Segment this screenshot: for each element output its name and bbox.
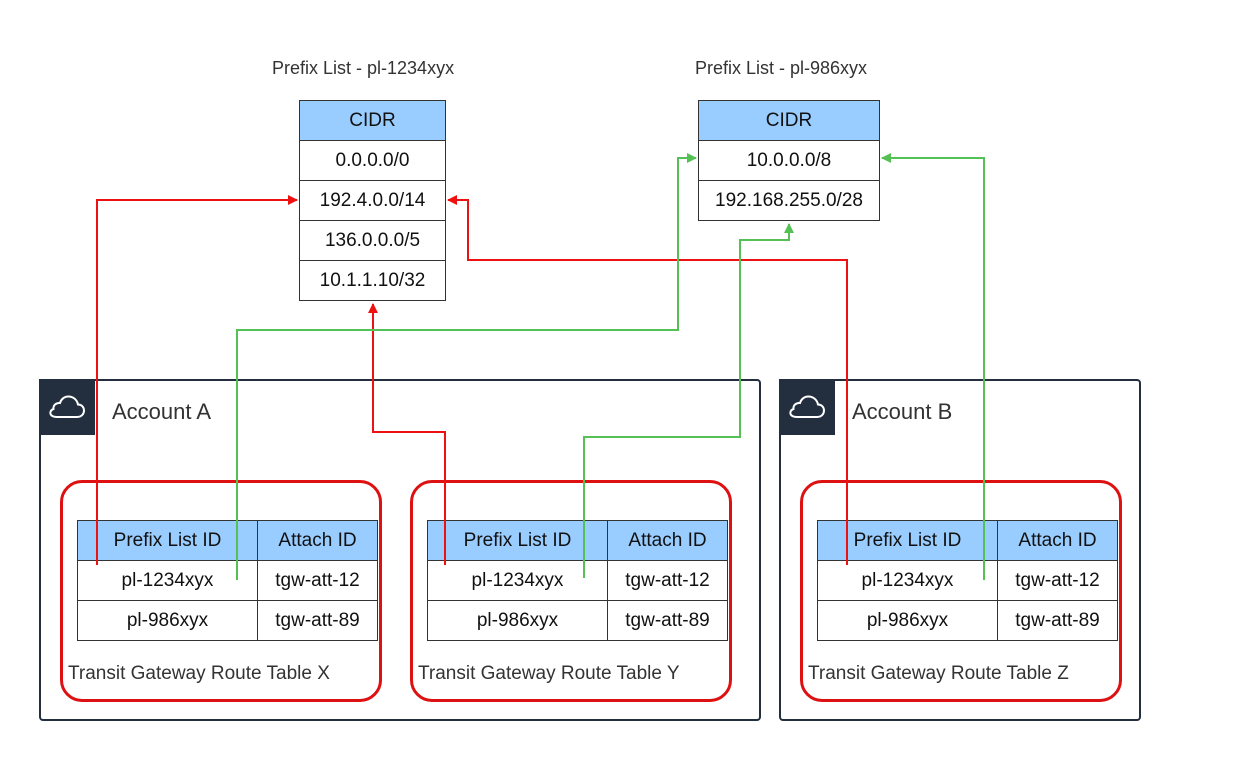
attach-id-cell: tgw-att-89	[607, 600, 728, 641]
column-header: Attach ID	[997, 520, 1118, 561]
account-badge	[39, 379, 95, 435]
prefix-list-id-cell: pl-986xyx	[427, 600, 608, 641]
prefix-list-id-cell: pl-986xyx	[77, 600, 258, 641]
attach-id-cell: tgw-att-12	[607, 560, 728, 601]
cidr-header: CIDR	[698, 100, 880, 141]
table-row: pl-986xyx tgw-att-89	[427, 600, 728, 641]
cidr-cell: 0.0.0.0/0	[299, 140, 446, 181]
column-header: Attach ID	[607, 520, 728, 561]
table-row: pl-1234xyx tgw-att-12	[817, 560, 1118, 601]
account-label: Account B	[852, 399, 953, 424]
column-header: Prefix List ID	[77, 520, 258, 561]
route-table-caption: Transit Gateway Route Table X	[68, 663, 330, 684]
column-header: Prefix List ID	[427, 520, 608, 561]
prefix-list-id-cell: pl-1234xyx	[817, 560, 998, 601]
route-table-z-group: Prefix List ID Attach ID pl-1234xyx tgw-…	[800, 480, 1122, 702]
attach-id-cell: tgw-att-12	[997, 560, 1118, 601]
attach-id-cell: tgw-att-89	[997, 600, 1118, 641]
table-row: pl-986xyx tgw-att-89	[817, 600, 1118, 641]
route-table: Prefix List ID Attach ID pl-1234xyx tgw-…	[427, 520, 728, 641]
account-badge	[779, 379, 835, 435]
prefix-list-table: CIDR 0.0.0.0/0 192.4.0.0/14 136.0.0.0/5 …	[299, 100, 446, 301]
route-table-caption: Transit Gateway Route Table Z	[808, 663, 1069, 684]
attach-id-cell: tgw-att-12	[257, 560, 378, 601]
cidr-cell: 10.1.1.10/32	[299, 260, 446, 301]
cidr-header: CIDR	[299, 100, 446, 141]
route-table-x-group: Prefix List ID Attach ID pl-1234xyx tgw-…	[60, 480, 382, 702]
account-label: Account A	[112, 399, 212, 424]
cloud-icon	[49, 395, 86, 418]
prefix-list-title: Prefix List - pl-986xyx	[695, 58, 868, 78]
prefix-list-id-cell: pl-1234xyx	[77, 560, 258, 601]
cloud-icon	[789, 395, 826, 418]
table-row: pl-1234xyx tgw-att-12	[427, 560, 728, 601]
route-table-y-group: Prefix List ID Attach ID pl-1234xyx tgw-…	[410, 480, 732, 702]
attach-id-cell: tgw-att-89	[257, 600, 378, 641]
table-row: pl-986xyx tgw-att-89	[77, 600, 378, 641]
prefix-list-id-cell: pl-986xyx	[817, 600, 998, 641]
route-table: Prefix List ID Attach ID pl-1234xyx tgw-…	[77, 520, 378, 641]
column-header: Attach ID	[257, 520, 378, 561]
prefix-list-title: Prefix List - pl-1234xyx	[272, 58, 455, 78]
column-header: Prefix List ID	[817, 520, 998, 561]
route-table-caption: Transit Gateway Route Table Y	[418, 663, 680, 684]
table-row: pl-1234xyx tgw-att-12	[77, 560, 378, 601]
prefix-list-table: CIDR 10.0.0.0/8 192.168.255.0/28	[698, 100, 880, 221]
cidr-cell: 136.0.0.0/5	[299, 220, 446, 261]
cidr-cell: 10.0.0.0/8	[698, 140, 880, 181]
prefix-list-id-cell: pl-1234xyx	[427, 560, 608, 601]
route-table: Prefix List ID Attach ID pl-1234xyx tgw-…	[817, 520, 1118, 641]
cidr-cell: 192.168.255.0/28	[698, 180, 880, 221]
cidr-cell: 192.4.0.0/14	[299, 180, 446, 221]
